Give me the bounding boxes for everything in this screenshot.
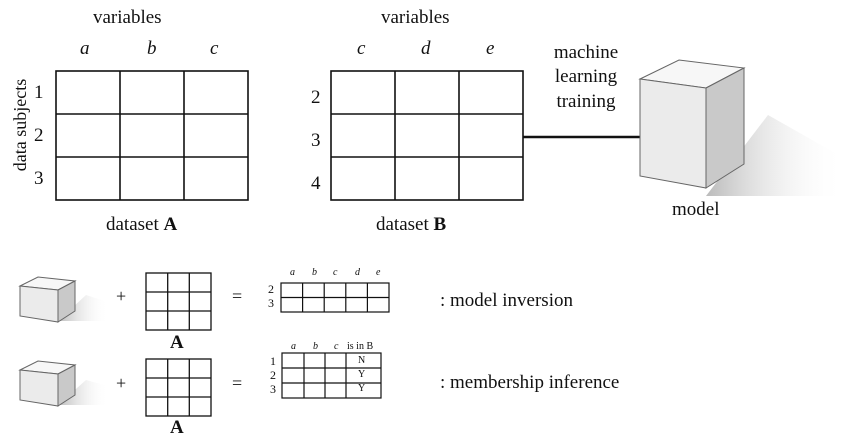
dataset-a-row-3: 3: [34, 168, 44, 189]
model-label: model: [672, 199, 720, 220]
inversion-plus: +: [116, 286, 127, 306]
dataset-a-row-1: 1: [34, 82, 44, 103]
mem-val-1: N: [358, 355, 366, 366]
dataset-b-row-3: 3: [311, 130, 321, 151]
dataset-a-col-c: c: [210, 38, 219, 59]
inversion-result-table: [280, 282, 390, 313]
membership-result-table: [281, 352, 382, 399]
membership-table-label: A: [170, 417, 184, 438]
membership-equals: =: [232, 373, 243, 393]
dataset-b-col-c: c: [357, 38, 366, 59]
membership-plus: +: [116, 373, 127, 393]
mem-row-1: 1: [270, 354, 276, 368]
small-cube-icon-2: [18, 360, 108, 407]
training-label-line1: machine: [553, 42, 619, 63]
dataset-b-col-d: d: [421, 38, 431, 59]
dataset-b-row-4: 4: [311, 173, 321, 194]
dataset-b-table: [330, 70, 524, 201]
mem-row-3: 3: [270, 382, 276, 396]
inv-col-d: d: [355, 267, 360, 278]
inv-col-e: e: [376, 267, 381, 278]
mem-val-2: Y: [358, 369, 366, 380]
inversion-equals: =: [232, 286, 243, 306]
dataset-a-col-b: b: [147, 38, 157, 59]
dataset-b-header: variables: [381, 7, 450, 28]
inv-col-b: b: [312, 267, 317, 278]
mem-row-2: 2: [270, 368, 276, 382]
mem-col-a: a: [291, 341, 296, 352]
dataset-a-caption: dataset A: [106, 214, 178, 235]
small-cube-icon-1: [18, 276, 108, 323]
dataset-a-header: variables: [93, 7, 162, 28]
mem-col-b: b: [313, 341, 318, 352]
training-label-line2: learning: [554, 66, 618, 87]
inversion-description: : model inversion: [440, 290, 573, 311]
training-label-line3: training: [556, 91, 616, 112]
small-table-a-1: [145, 272, 212, 331]
mem-col-c: c: [334, 341, 339, 352]
dataset-a-col-a: a: [80, 38, 90, 59]
inv-row-2: 2: [268, 282, 274, 296]
dataset-b-caption: dataset B: [376, 214, 447, 235]
small-table-a-2: [145, 358, 212, 417]
dataset-b-row-2: 2: [311, 87, 321, 108]
model-cube-icon: [638, 59, 844, 196]
mem-val-3: Y: [358, 383, 366, 394]
inversion-table-label: A: [170, 332, 184, 353]
dataset-a-row-2: 2: [34, 125, 44, 146]
inv-col-c: c: [333, 267, 338, 278]
mem-col-is-in-b: is in B: [347, 341, 374, 352]
inv-row-3: 3: [268, 296, 274, 310]
dataset-b-col-e: e: [486, 38, 495, 59]
inv-col-a: a: [290, 267, 295, 278]
membership-description: : membership inference: [440, 372, 620, 393]
dataset-a-table: [55, 70, 249, 201]
